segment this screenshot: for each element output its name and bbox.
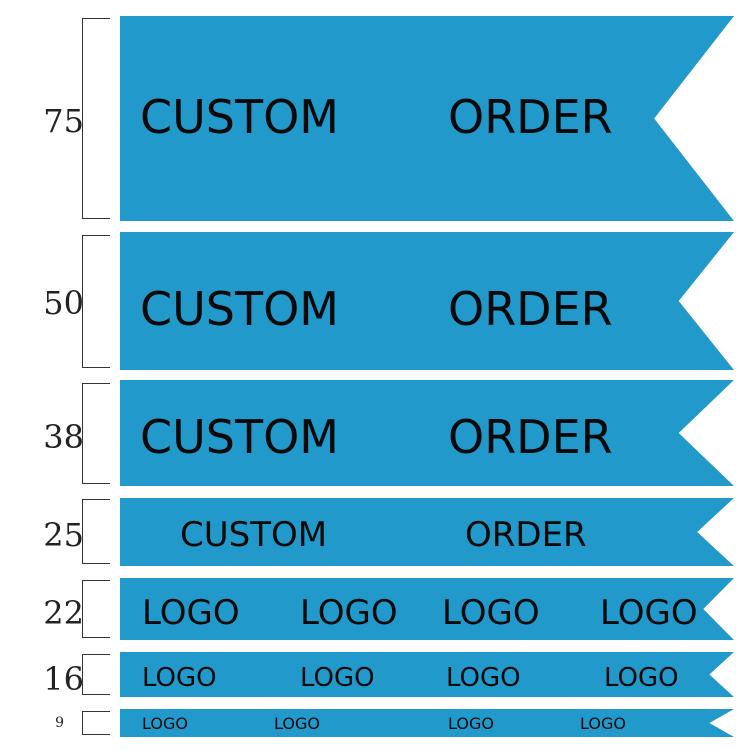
ribbon-text-logo: LOGO bbox=[580, 714, 626, 733]
ribbon-50: CUSTOM ORDER bbox=[120, 232, 734, 370]
size-label-16: 16 bbox=[43, 660, 84, 698]
ribbon-75: CUSTOM ORDER bbox=[120, 16, 734, 221]
ribbon-text-logo: LOGO bbox=[600, 593, 698, 633]
size-label-22: 22 bbox=[43, 594, 84, 632]
ribbon-22: LOGO LOGO LOGO LOGO bbox=[120, 578, 734, 640]
ribbon-text-logo: LOGO bbox=[604, 663, 679, 693]
ribbon-text-order: ORDER bbox=[448, 410, 613, 464]
ribbon-text-custom: CUSTOM bbox=[140, 90, 339, 144]
size-bracket-50 bbox=[82, 235, 110, 368]
size-label-50: 50 bbox=[43, 284, 84, 322]
ribbon-text-order: ORDER bbox=[448, 282, 613, 336]
ribbon-text-logo: LOGO bbox=[300, 663, 375, 693]
size-label-75: 75 bbox=[43, 102, 84, 140]
ribbon-9: LOGO LOGO LOGO LOGO bbox=[120, 709, 734, 737]
size-label-25: 25 bbox=[43, 516, 84, 554]
ribbon-25: CUSTOM ORDER bbox=[120, 498, 734, 566]
ribbon-text-logo: LOGO bbox=[142, 663, 217, 693]
size-bracket-9 bbox=[82, 711, 110, 735]
ribbon-text-custom: CUSTOM bbox=[140, 282, 339, 336]
ribbon-text-logo: LOGO bbox=[300, 593, 398, 633]
size-label-9: 9 bbox=[55, 715, 64, 731]
ribbon-text-logo: LOGO bbox=[142, 593, 240, 633]
ribbon-text-order: ORDER bbox=[465, 515, 587, 555]
size-label-38: 38 bbox=[43, 418, 84, 456]
ribbon-text-order: ORDER bbox=[448, 90, 613, 144]
size-bracket-16 bbox=[82, 654, 110, 695]
ribbon-38: CUSTOM ORDER bbox=[120, 380, 734, 486]
ribbon-text-custom: CUSTOM bbox=[140, 410, 339, 464]
ribbon-text-logo: LOGO bbox=[442, 593, 540, 633]
size-bracket-38 bbox=[82, 383, 110, 484]
ribbon-text-logo: LOGO bbox=[448, 714, 494, 733]
ribbon-text-logo: LOGO bbox=[142, 714, 188, 733]
ribbon-text-custom: CUSTOM bbox=[180, 515, 328, 555]
size-bracket-25 bbox=[82, 499, 110, 564]
ribbon-text-logo: LOGO bbox=[446, 663, 521, 693]
size-bracket-75 bbox=[82, 18, 110, 219]
ribbon-16: LOGO LOGO LOGO LOGO bbox=[120, 652, 734, 697]
size-bracket-22 bbox=[82, 580, 110, 638]
ribbon-text-logo: LOGO bbox=[274, 714, 320, 733]
